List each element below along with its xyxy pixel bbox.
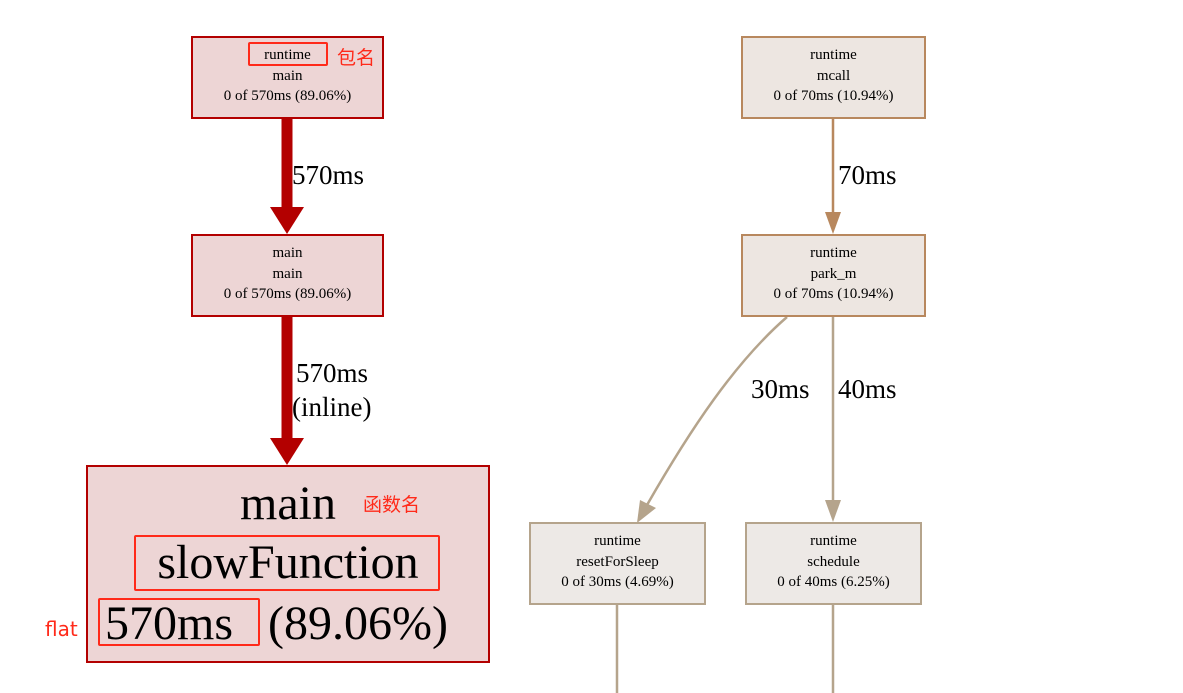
edge-label-park-to-reset: 30ms xyxy=(751,374,810,404)
node-package-label: runtime xyxy=(264,47,311,63)
node-stat-label: 0 of 40ms (6.25%) xyxy=(777,574,890,590)
node-function-label: mcall xyxy=(816,67,851,84)
package-name-annotation: 包名 xyxy=(337,47,376,69)
node-runtime-main[interactable]: runtime main 0 of 570ms (89.06%) xyxy=(191,36,384,119)
node-function-label: slowFunction xyxy=(157,536,419,589)
node-function-label: main xyxy=(272,265,303,282)
edge-runtime-main-to-main-main xyxy=(270,119,304,234)
edge-label-park-to-schedule: 40ms xyxy=(838,374,897,404)
node-runtime-resetforsleep[interactable]: runtime resetForSleep 0 of 30ms (4.69%) xyxy=(529,522,706,605)
edge-label-inline-note: (inline) xyxy=(292,392,372,422)
node-runtime-schedule[interactable]: runtime schedule 0 of 40ms (6.25%) xyxy=(745,522,922,605)
node-main-slowfunction[interactable]: main slowFunction 570ms (89.06%) xyxy=(86,465,490,663)
edge-label-mainmain-to-slow: 570ms xyxy=(296,358,369,388)
flat-value-highlight xyxy=(98,598,260,646)
function-name-highlight xyxy=(134,535,440,591)
node-package-label: main xyxy=(240,477,336,530)
node-package-label: runtime xyxy=(810,47,857,63)
edge-main-main-to-slowfunction xyxy=(270,317,304,465)
node-function-label: park_m xyxy=(810,265,857,282)
node-package-label: main xyxy=(272,245,303,261)
edge-park-m-to-resetforsleep xyxy=(637,316,788,523)
node-stat-label: 0 of 570ms (89.06%) xyxy=(223,88,352,104)
edge-label-main-to-mainmain: 570ms xyxy=(292,160,365,190)
node-package-label: runtime xyxy=(594,533,641,549)
node-main-main[interactable]: main main 0 of 570ms (89.06%) xyxy=(191,234,384,317)
edge-mcall-to-park-m xyxy=(825,119,841,234)
node-function-label: schedule xyxy=(807,553,860,570)
node-stat-label: 0 of 30ms (4.69%) xyxy=(561,574,674,590)
node-package-label: runtime xyxy=(810,533,857,549)
node-runtime-park-m[interactable]: runtime park_m 0 of 70ms (10.94%) xyxy=(741,234,926,317)
node-flat-value: 570ms xyxy=(105,597,234,650)
node-runtime-mcall[interactable]: runtime mcall 0 of 70ms (10.94%) xyxy=(741,36,926,119)
node-function-label: main xyxy=(272,67,303,84)
edge-label-mcall-to-park: 70ms xyxy=(838,160,897,190)
node-stat-label: 0 of 70ms (10.94%) xyxy=(773,88,894,104)
node-stat-label: 0 of 70ms (10.94%) xyxy=(773,286,894,302)
edge-park-m-to-schedule xyxy=(825,317,841,522)
node-percent-value: (89.06%) xyxy=(268,597,448,650)
package-name-highlight xyxy=(248,42,328,66)
function-name-annotation: 函数名 xyxy=(363,494,421,516)
node-package-label: runtime xyxy=(810,245,857,261)
node-function-label: resetForSleep xyxy=(576,553,659,570)
node-stat-label: 0 of 570ms (89.06%) xyxy=(223,286,352,302)
flat-annotation: flat xyxy=(45,617,78,641)
